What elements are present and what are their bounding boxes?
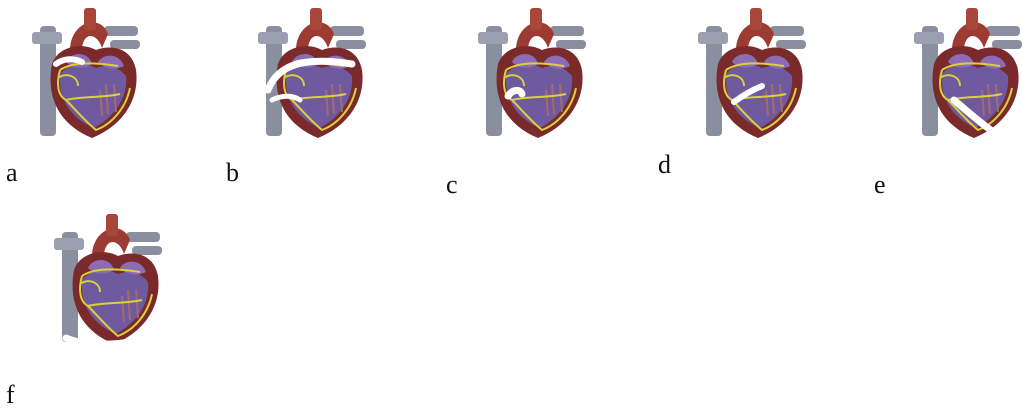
panel-c xyxy=(468,4,598,144)
panel-b xyxy=(248,4,378,144)
heart-diagram-e xyxy=(904,4,1023,144)
panel-label-a: a xyxy=(6,160,18,186)
heart-diagram-a xyxy=(22,4,152,144)
panel-a xyxy=(22,4,152,144)
panel-label-d: d xyxy=(658,152,671,178)
panel-label-c: c xyxy=(446,172,458,198)
panel-label-e: e xyxy=(874,172,886,198)
heart-diagram-f xyxy=(44,210,174,350)
heart-diagram-c xyxy=(468,4,598,144)
panel-f xyxy=(44,210,174,350)
panel-e xyxy=(904,4,1023,144)
panel-d xyxy=(688,4,818,144)
panel-label-b: b xyxy=(226,160,239,186)
panel-label-f: f xyxy=(6,382,15,408)
heart-diagram-d xyxy=(688,4,818,144)
heart-diagram-b xyxy=(248,4,378,144)
